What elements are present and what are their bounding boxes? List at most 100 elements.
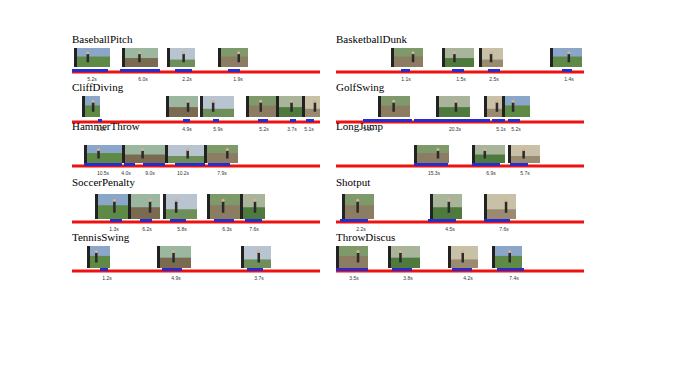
athlete-figure <box>505 202 508 213</box>
action-segment <box>290 119 296 122</box>
athlete-figure <box>509 253 512 263</box>
athlete-head <box>172 250 175 253</box>
thumbnail-frame <box>391 48 423 67</box>
athlete-head <box>259 100 262 103</box>
action-segment <box>472 163 500 166</box>
action-segment <box>340 219 368 222</box>
athlete-head <box>453 51 456 54</box>
thumbnail-frame <box>436 96 470 117</box>
athlete-head <box>182 51 185 54</box>
action-segment <box>414 119 490 122</box>
thumbnail-border <box>276 96 279 117</box>
duration-label: 1.4s <box>563 77 574 82</box>
athlete-figure <box>187 102 190 111</box>
athlete-figure <box>522 150 525 158</box>
athlete-figure <box>172 253 175 263</box>
thumbnail-ground <box>165 156 204 163</box>
thumbnail-border <box>414 145 417 163</box>
action-segment <box>428 219 456 222</box>
thumbnail-frame <box>479 48 503 67</box>
thumbnail-border <box>391 48 394 67</box>
athlete-figure <box>356 202 359 213</box>
athlete-head <box>511 100 514 103</box>
duration-label: 6.0s <box>137 77 148 82</box>
thumbnail-frame <box>95 194 128 219</box>
duration-label: 5.2s <box>510 127 521 132</box>
athlete-figure <box>92 102 95 111</box>
thumbnail-border <box>128 194 131 219</box>
thumbnail-frame <box>448 246 478 268</box>
athlete-figure <box>141 150 144 158</box>
thumbnail-ground <box>502 105 530 117</box>
athlete-head <box>212 100 215 103</box>
duration-label: 5.7s <box>519 171 530 176</box>
thumbnail-ground <box>204 153 238 163</box>
duration-label: 7.9s <box>216 171 227 176</box>
athlete-figure <box>95 253 98 263</box>
thumbnail-border <box>472 145 475 163</box>
action-segment <box>484 219 510 222</box>
athlete-figure <box>226 150 229 158</box>
class-title: GolfSwing <box>336 82 384 93</box>
action-segment <box>306 119 314 122</box>
class-title: ThrowDiscus <box>336 232 395 243</box>
thumbnail-border <box>218 48 221 67</box>
duration-label: 1.1s <box>400 77 411 82</box>
athlete-figure <box>182 54 185 63</box>
thumbnail-border <box>200 96 203 117</box>
athlete-head <box>95 250 98 253</box>
thumbnail-frame <box>430 194 462 219</box>
duration-label: 10.2s <box>176 171 190 176</box>
class-title: TennisSwing <box>72 232 129 243</box>
thumbnail-frame <box>167 48 195 67</box>
duration-label: 6.9s <box>485 171 496 176</box>
athlete-head <box>290 100 293 103</box>
action-segment <box>213 119 219 122</box>
athlete-head <box>113 199 116 202</box>
thumbnail-ground <box>95 205 128 219</box>
thumbnail-frame <box>87 246 110 268</box>
athlete-figure <box>175 202 178 213</box>
athlete-head <box>489 51 492 54</box>
action-segment <box>120 69 160 72</box>
class-title: LongJump <box>336 121 383 132</box>
thumbnail-frame <box>200 96 234 117</box>
thumbnail-frame <box>336 246 368 268</box>
athlete-head <box>356 250 359 253</box>
action-segment <box>124 163 135 166</box>
thumbnail-frame <box>128 194 160 219</box>
athlete-figure <box>490 54 493 63</box>
thumbnail-ground <box>240 207 265 219</box>
thumbnail-ground <box>276 107 302 117</box>
athlete-figure <box>97 150 100 158</box>
thumbnail-frame <box>414 145 449 163</box>
thumbnail-border <box>122 48 125 67</box>
athlete-figure <box>260 102 263 111</box>
thumbnail-frame <box>122 48 158 67</box>
thumbnail-border <box>430 194 433 219</box>
action-segment <box>175 69 192 72</box>
duration-label: 3.8s <box>402 276 413 281</box>
thumbnail-frame <box>492 246 522 268</box>
thumbnail-ground <box>218 57 248 67</box>
class-title: Shotput <box>336 177 370 188</box>
athlete-figure <box>448 202 451 213</box>
thumbnail-frame <box>302 96 320 117</box>
thumbnail-frame <box>122 145 165 163</box>
action-segment <box>336 268 368 271</box>
athlete-figure <box>138 54 141 63</box>
timeline-bar <box>336 221 584 224</box>
thumbnail-border <box>246 96 249 117</box>
athlete-figure <box>412 54 415 63</box>
action-segment <box>100 268 108 271</box>
thumbnail-border <box>204 145 207 163</box>
duration-label: 4.2s <box>462 276 473 281</box>
action-segment <box>72 69 108 72</box>
athlete-head <box>436 148 439 151</box>
thumbnail-frame <box>388 246 420 268</box>
action-segment <box>175 163 205 166</box>
athlete-figure <box>455 102 458 111</box>
duration-label: 20.3s <box>448 127 462 132</box>
duration-label: 1.2s <box>101 276 112 281</box>
